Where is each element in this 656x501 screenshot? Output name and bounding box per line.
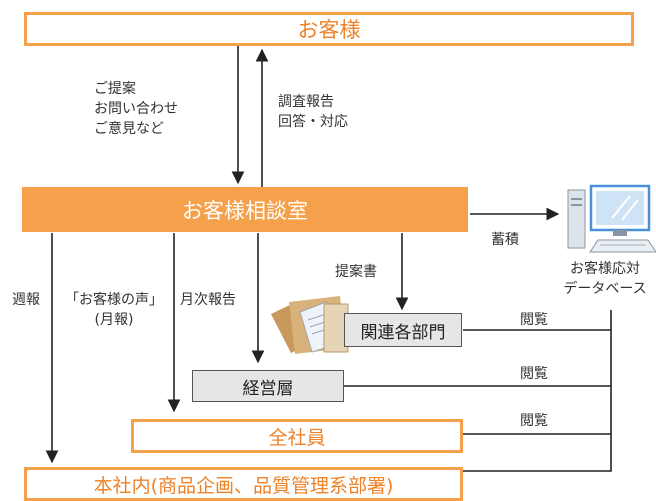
related-departments-box: 関連各部門 xyxy=(344,313,462,347)
database-line-1: お客様応対 xyxy=(570,261,640,277)
related-departments-label: 関連各部門 xyxy=(360,322,446,343)
voice-of-customer-label: 「お客様の声」 (月報) xyxy=(54,290,174,330)
voice-line-1: 「お客様の声」 xyxy=(65,292,163,308)
report-line-2: 回答・対応 xyxy=(278,114,348,130)
consultation-office-box: お客様相談室 xyxy=(22,187,468,232)
database-label: お客様応対 データベース xyxy=(553,259,656,299)
weekly-report-label: 週報 xyxy=(12,292,40,308)
proposal-label: 提案書 xyxy=(335,264,377,280)
inquiry-line-1: ご提案 xyxy=(94,81,136,97)
management-label: 経営層 xyxy=(242,378,294,399)
browse-label-employees: 閲覧 xyxy=(520,413,548,429)
database-browse-line xyxy=(463,310,612,472)
inquiry-line-2: お問い合わせ xyxy=(94,101,178,117)
consultation-office-label: お客様相談室 xyxy=(182,198,308,223)
all-employees-box: 全社員 xyxy=(131,419,463,453)
browse-label-related: 閲覧 xyxy=(520,312,548,328)
customer-label: お客様 xyxy=(297,18,361,42)
database-line-2: データベース xyxy=(563,281,647,297)
voice-line-2: (月報) xyxy=(94,312,134,328)
report-label: 調査報告 回答・対応 xyxy=(278,92,348,132)
all-employees-label: 全社員 xyxy=(268,426,326,449)
inquiry-line-3: ご意見など xyxy=(94,121,164,137)
browse-label-management: 閲覧 xyxy=(520,366,548,382)
management-box: 経営層 xyxy=(192,370,344,402)
computer-icon xyxy=(567,184,656,253)
customer-box: お客様 xyxy=(24,12,634,46)
head-office-box: 本社内(商品企画、品質管理系部署) xyxy=(24,467,463,501)
head-office-label: 本社内(商品企画、品質管理系部署) xyxy=(93,474,394,497)
monthly-report-label: 月次報告 xyxy=(180,292,236,308)
report-line-1: 調査報告 xyxy=(278,94,334,110)
store-label: 蓄積 xyxy=(491,232,519,248)
documents-icon xyxy=(271,296,349,354)
inquiry-label: ご提案 お問い合わせ ご意見など xyxy=(94,79,178,139)
